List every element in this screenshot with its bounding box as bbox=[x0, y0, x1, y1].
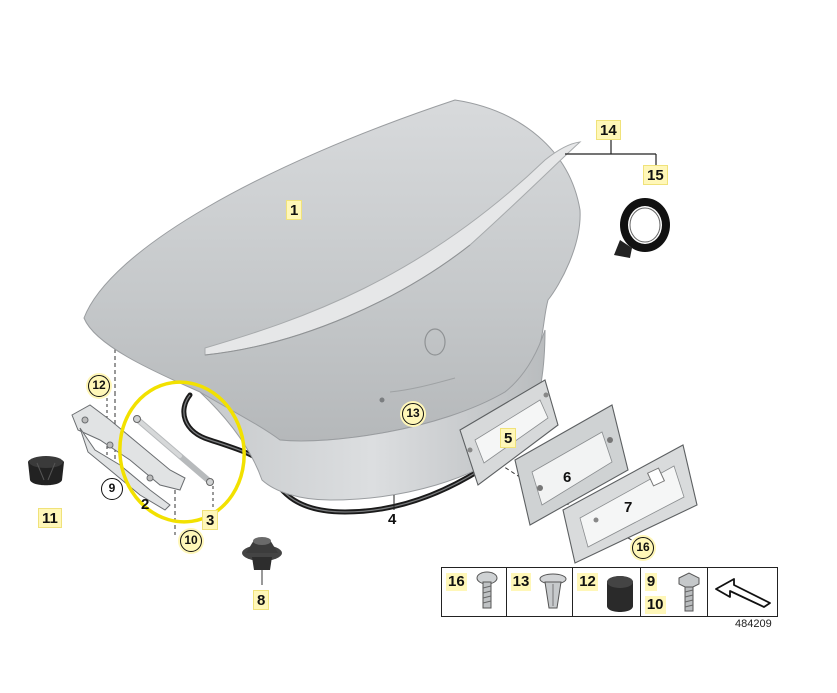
spoiler-leader bbox=[565, 140, 657, 165]
bracket-7 bbox=[562, 444, 698, 564]
legend-cell-13: 13 bbox=[507, 568, 574, 616]
gas-strut bbox=[133, 415, 214, 486]
callout-16-circle: 16 bbox=[632, 537, 654, 559]
rubber-buffer bbox=[28, 456, 64, 486]
callout-4: 4 bbox=[388, 511, 397, 528]
legend-number-10: 10 bbox=[644, 596, 666, 614]
callout-1: 1 bbox=[286, 200, 303, 220]
legend-number-12: 12 bbox=[577, 573, 598, 591]
clip-nut-icon bbox=[539, 573, 567, 609]
bolt-icon bbox=[476, 571, 498, 609]
callout-5: 5 bbox=[500, 428, 517, 448]
highlight-circle bbox=[118, 380, 246, 524]
legend-cell-arrow bbox=[708, 568, 777, 616]
callout-9-circle: 9 bbox=[101, 478, 123, 500]
small-parts-legend: 16 13 12 9 10 bbox=[441, 567, 778, 617]
legend-cell-9-10: 9 10 bbox=[641, 568, 709, 616]
catalog-number: 484209 bbox=[735, 618, 772, 630]
grommet bbox=[242, 537, 282, 585]
rubber-stop-icon bbox=[607, 576, 634, 612]
legend-number-16: 16 bbox=[446, 573, 467, 591]
legend-cell-16: 16 bbox=[442, 568, 507, 616]
bracket-6 bbox=[514, 404, 629, 526]
callout-15: 15 bbox=[643, 165, 668, 185]
hinge bbox=[71, 404, 186, 511]
callout-13-circle: 13 bbox=[402, 403, 424, 425]
hex-bolt-icon bbox=[678, 572, 700, 612]
callout-11: 11 bbox=[38, 508, 62, 528]
callout-3: 3 bbox=[202, 510, 219, 530]
callout-12-circle: 12 bbox=[88, 375, 110, 397]
callout-7: 7 bbox=[624, 499, 633, 516]
view-arrow-icon bbox=[715, 578, 772, 608]
callout-6: 6 bbox=[563, 469, 572, 486]
callout-2-hinge: 2 bbox=[141, 496, 150, 513]
callout-14: 14 bbox=[596, 120, 621, 140]
emblem-recess bbox=[424, 328, 446, 356]
legend-number-13: 13 bbox=[510, 573, 532, 591]
callout-8: 8 bbox=[253, 590, 270, 610]
callout-10-circle: 10 bbox=[180, 530, 202, 552]
tape-roll bbox=[614, 198, 670, 258]
legend-cell-12: 12 bbox=[573, 568, 641, 616]
trunk-lid bbox=[83, 99, 582, 501]
legend-number-9: 9 bbox=[644, 573, 658, 591]
